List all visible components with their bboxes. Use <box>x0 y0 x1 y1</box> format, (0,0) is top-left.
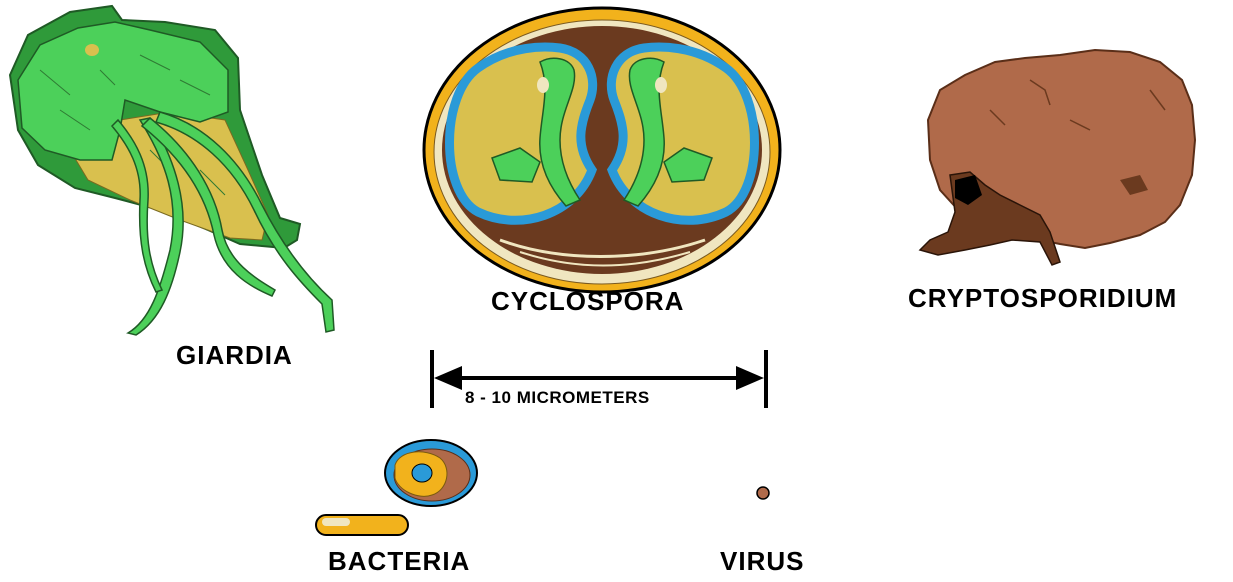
virus-label: VIRUS <box>720 546 804 577</box>
scale-bar-label: 8 - 10 MICROMETERS <box>465 388 650 408</box>
cryptosporidium-illustration <box>920 50 1195 265</box>
virus-illustration <box>757 487 769 499</box>
cryptosporidium-label: CRYPTOSPORIDIUM <box>908 283 1177 314</box>
giardia-illustration <box>10 6 334 335</box>
giardia-label: GIARDIA <box>176 340 293 371</box>
bacteria-label: BACTERIA <box>328 546 470 577</box>
cyclospora-illustration <box>424 8 780 292</box>
scale-bar-arrow-right <box>736 366 764 390</box>
giardia-spot <box>85 44 99 56</box>
scale-bar-arrow-left <box>434 366 462 390</box>
cyclospora-label: CYCLOSPORA <box>491 286 684 317</box>
bacteria-illustration <box>316 440 477 535</box>
